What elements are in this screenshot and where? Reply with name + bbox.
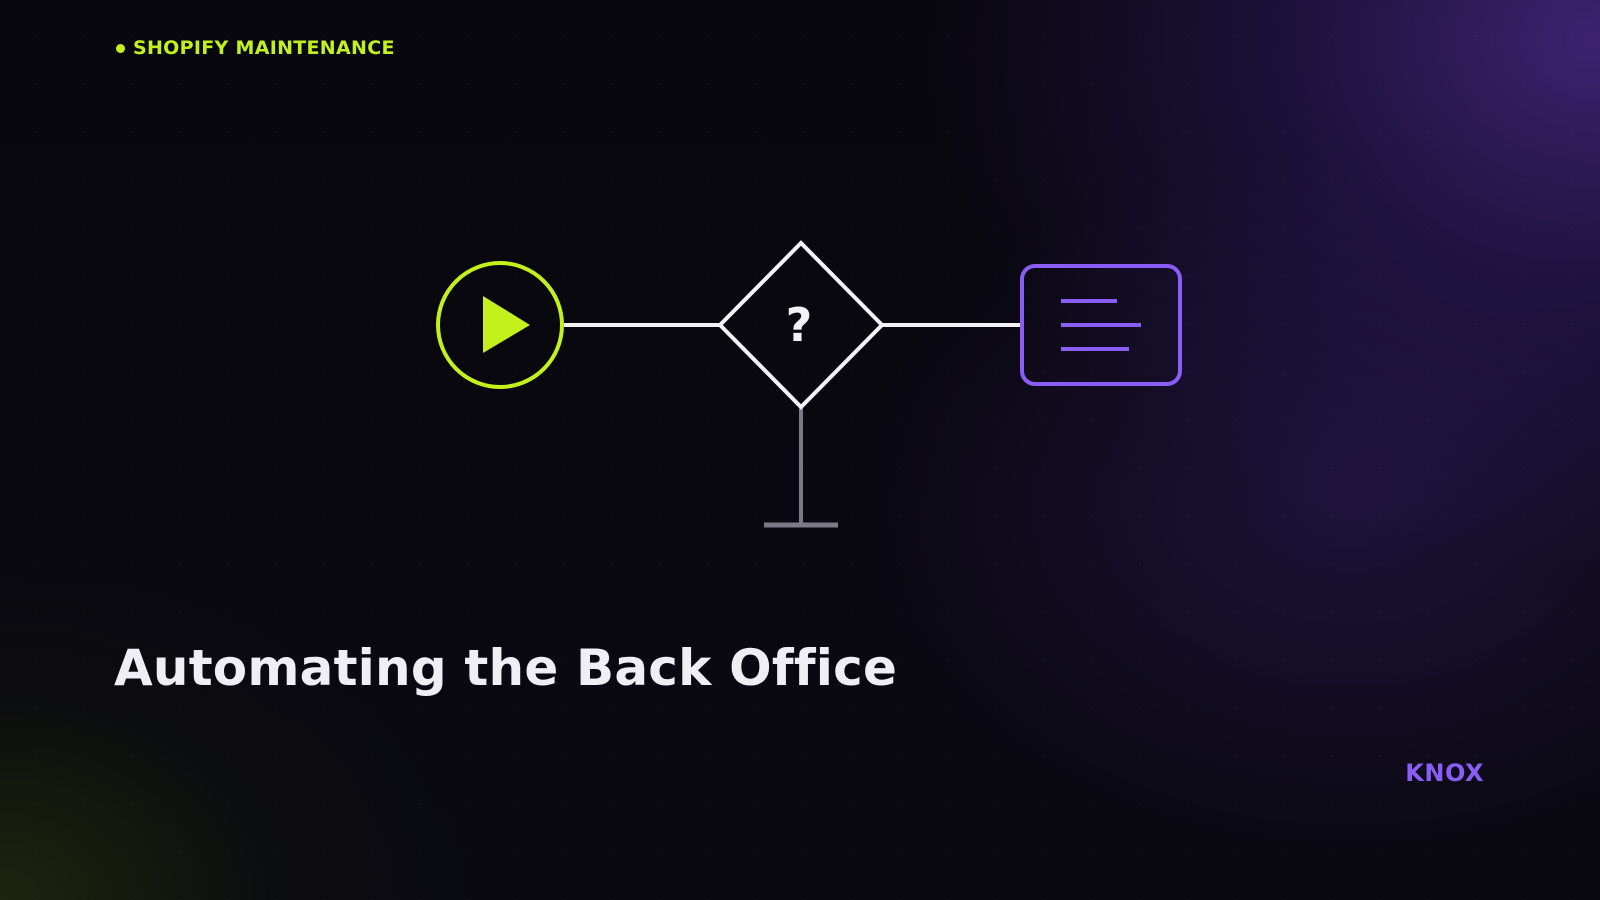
document-lines-icon — [1061, 299, 1141, 351]
brand-logo: KNOX — [1405, 759, 1484, 787]
output-node — [1020, 264, 1182, 386]
start-circle — [436, 261, 564, 389]
eyebrow: SHOPIFY MAINTENANCE — [116, 36, 395, 60]
page-title: Automating the Back Office — [114, 639, 898, 697]
decision-diamond — [717, 240, 885, 410]
decision-question-mark: ? — [786, 298, 813, 352]
start-node — [436, 261, 564, 389]
eyebrow-label: SHOPIFY MAINTENANCE — [133, 37, 395, 59]
play-icon — [483, 296, 530, 353]
decision-node: ? — [717, 240, 885, 410]
bullet-dot-icon — [116, 43, 125, 53]
output-card — [1020, 264, 1182, 386]
